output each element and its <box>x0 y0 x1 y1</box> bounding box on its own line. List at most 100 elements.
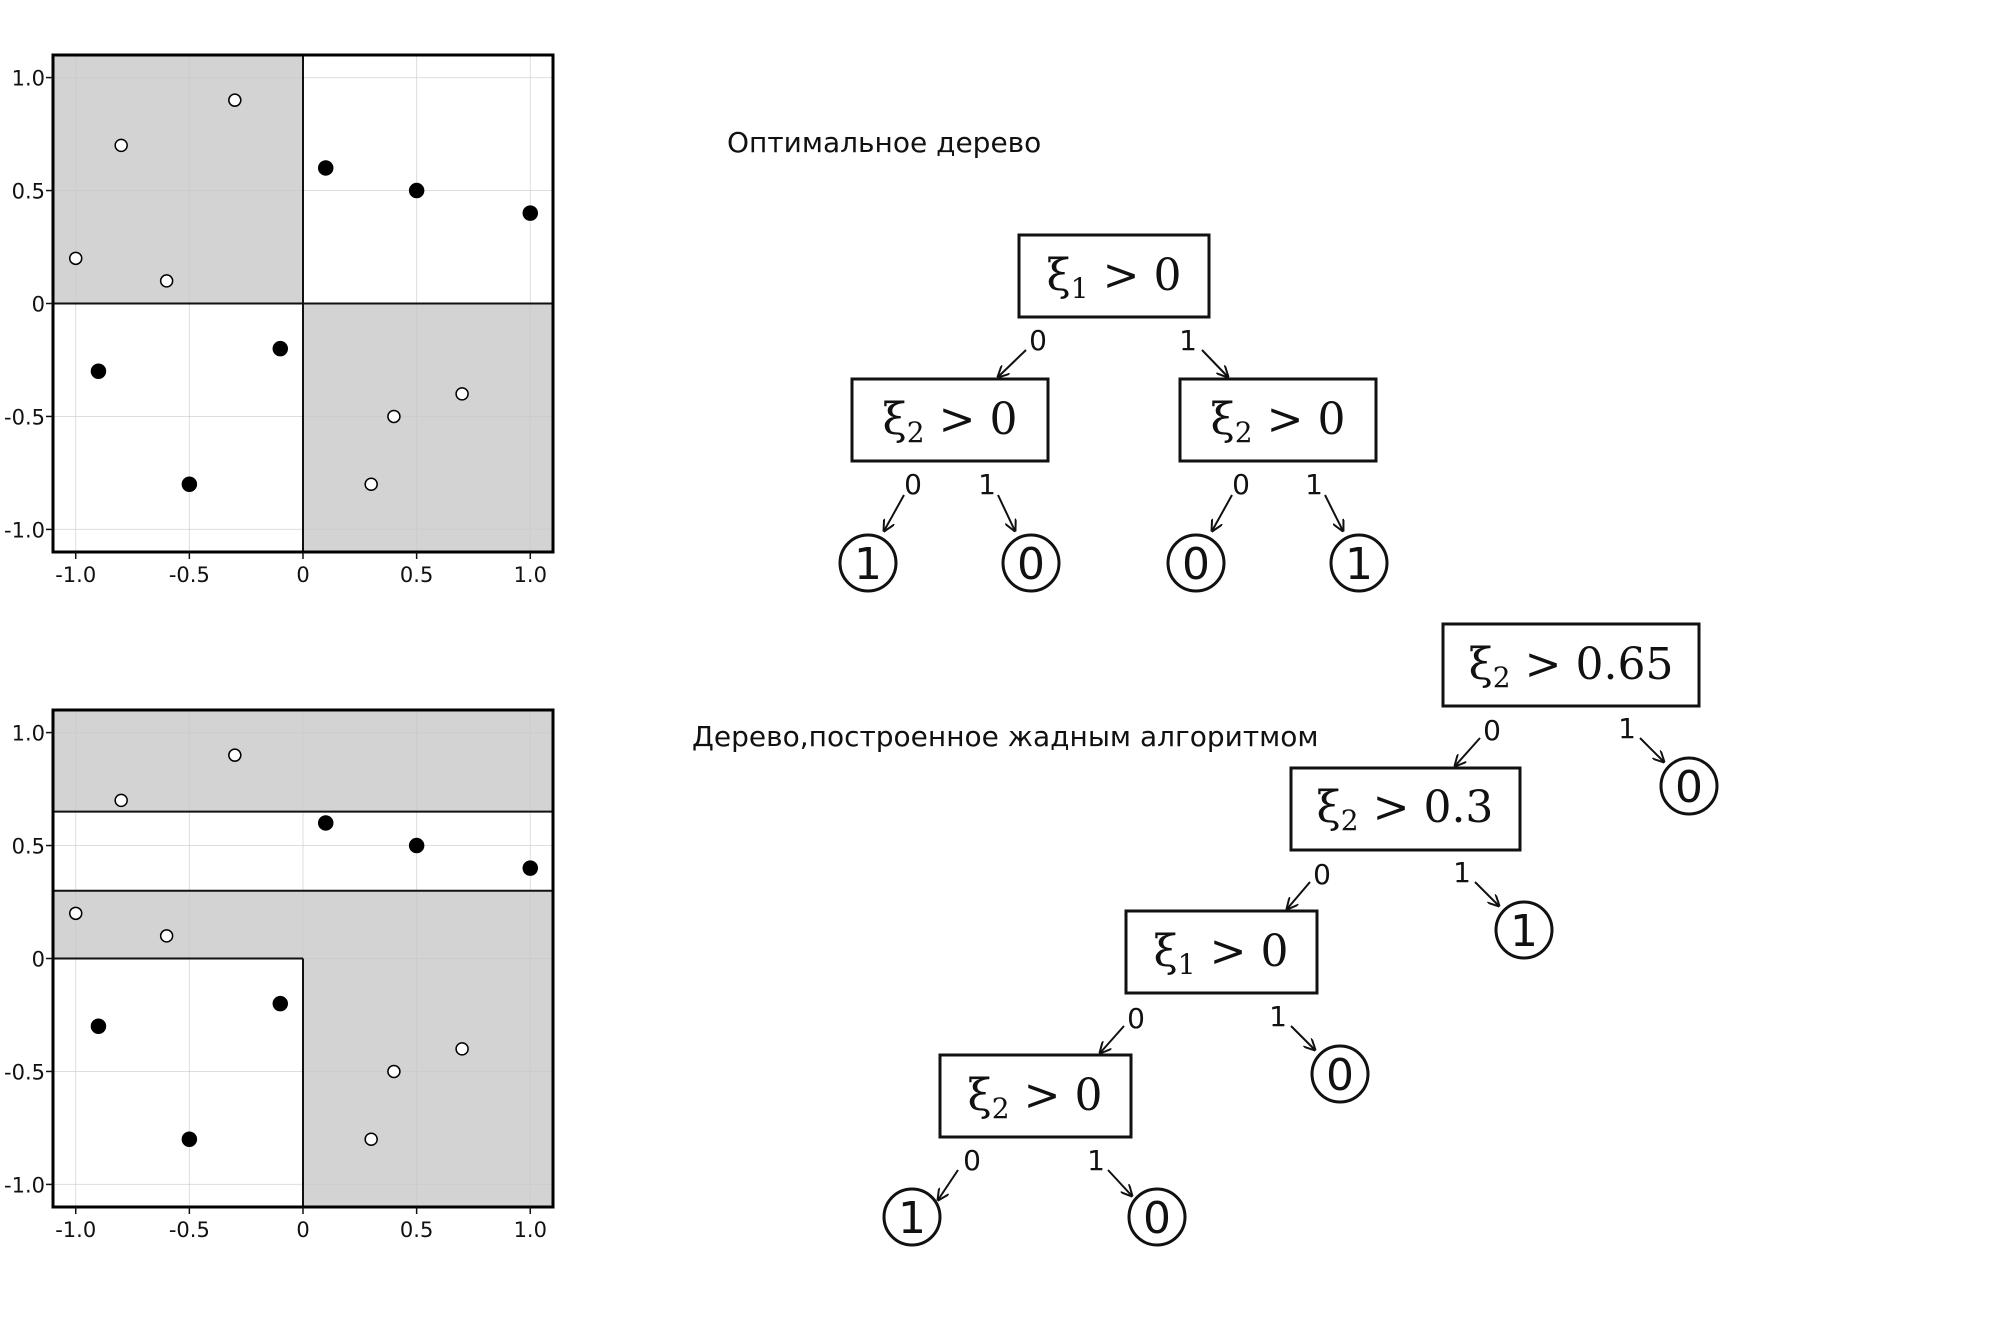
filled-point <box>272 340 289 357</box>
hollow-point <box>68 251 83 266</box>
leaf-value: 0 <box>1182 539 1210 590</box>
tree-edge <box>1287 881 1311 909</box>
edge-label: 1 <box>1453 856 1471 889</box>
leaf-value: 1 <box>854 539 882 590</box>
y-tick-label: -1.0 <box>4 1173 45 1197</box>
tree-edge <box>938 1169 959 1200</box>
edge-label: 0 <box>963 1144 981 1177</box>
x-axis-ticks: -1.0 -0.5 0 0.5 1.0 <box>55 1218 547 1242</box>
node-condition: ξ2 > 0 <box>968 1070 1103 1125</box>
hollow-point <box>68 906 83 921</box>
y-tick-label: 0 <box>32 948 45 972</box>
edge-label: 1 <box>978 468 996 501</box>
y-axis-ticks: 1.0 0.5 0 -0.5 -1.0 <box>4 67 45 543</box>
filled-point <box>181 1131 198 1147</box>
greedy-tree: Дерево,построенное жадным алгоритмом ξ2 … <box>692 622 1719 1247</box>
leaf-value: 0 <box>1326 1050 1354 1101</box>
tree-leaf <box>838 533 898 593</box>
filled-point <box>522 860 539 876</box>
x-tick-label: 0.5 <box>400 1218 433 1242</box>
x-tick-label: -0.5 <box>169 563 210 587</box>
hollow-point <box>455 387 469 401</box>
shaded-regions <box>53 55 553 552</box>
tree-node <box>1178 377 1378 463</box>
tree-edge <box>1455 737 1481 766</box>
filled-point <box>272 995 289 1012</box>
x-tick-label: -1.0 <box>55 563 96 587</box>
leaf-value: 0 <box>1143 1193 1171 1244</box>
node-condition: ξ2 > 0 <box>1211 394 1346 449</box>
hollow-point <box>159 274 174 288</box>
hollow-point <box>114 793 128 808</box>
tree-node <box>850 377 1050 463</box>
edge-label: 0 <box>1029 324 1047 357</box>
tree-node <box>938 1053 1133 1139</box>
hollow-point <box>114 138 128 153</box>
tree-edge <box>1100 1025 1125 1053</box>
data-points <box>68 748 539 1147</box>
tree-leaf <box>1001 533 1061 593</box>
scatter-plot-1: 1.0 0.5 0 -0.5 -1.0 -1.0 -0.5 0 0.5 1.0 <box>4 53 555 587</box>
leaf-value: 0 <box>1675 762 1703 813</box>
edge-label: 0 <box>1232 468 1250 501</box>
y-tick-label: 0.5 <box>12 180 45 204</box>
edge-label: 1 <box>1179 324 1197 357</box>
tree-leaf <box>1310 1044 1370 1104</box>
tree-leaf <box>882 1187 942 1247</box>
tree-edge <box>1107 1169 1132 1196</box>
tree-node <box>1017 233 1211 319</box>
x-tick-label: 0 <box>296 563 309 587</box>
filled-point <box>90 363 107 380</box>
split-lines <box>53 810 553 1207</box>
x-tick-label: 0 <box>296 1218 309 1242</box>
filled-point <box>317 815 334 831</box>
x-tick-label: 1.0 <box>514 563 547 587</box>
tree-leaf <box>1127 1187 1187 1247</box>
optimal-tree-heading: Оптимальное дерево <box>727 126 1041 159</box>
tree-edge <box>1212 494 1233 531</box>
tree-edge <box>1324 494 1343 531</box>
edge-label: 0 <box>904 468 922 501</box>
hollow-point <box>455 1042 469 1056</box>
edge-label: 0 <box>1127 1002 1145 1035</box>
edge-label: 0 <box>1483 714 1501 747</box>
split-lines <box>53 55 553 552</box>
y-tick-label: 0.5 <box>12 835 45 859</box>
filled-point <box>317 160 334 176</box>
x-tick-label: -0.5 <box>169 1218 210 1242</box>
filled-point <box>181 476 198 492</box>
hollow-point <box>387 1064 401 1079</box>
tree-edge <box>1290 1025 1315 1050</box>
tree-edge <box>998 349 1027 377</box>
node-condition: ξ1 > 0 <box>1047 250 1182 305</box>
shaded-region <box>303 303 553 552</box>
hollow-point <box>364 1132 378 1146</box>
tree-leaf <box>1329 533 1389 593</box>
y-tick-label: 0 <box>32 293 45 317</box>
hollow-point <box>228 93 242 107</box>
optimal-tree: Оптимальное дерево ξ1 > 0 ξ2 > 0 ξ2 > 0 … <box>727 126 1389 593</box>
scatter-plot-2: 1.0 0.5 0 -0.5 -1.0 -1.0 -0.5 0 0.5 1.0 <box>4 708 555 1242</box>
node-condition: ξ2 > 0 <box>883 394 1018 449</box>
edge-label: 1 <box>1087 1144 1105 1177</box>
tree-edge <box>884 494 905 531</box>
filled-point <box>408 837 425 854</box>
leaf-value: 0 <box>1017 539 1045 590</box>
y-tick-label: -1.0 <box>4 518 45 542</box>
x-axis-ticks: -1.0 -0.5 0 0.5 1.0 <box>55 563 547 587</box>
node-condition: ξ2 > 0.65 <box>1469 639 1674 694</box>
y-tick-label: -0.5 <box>4 1060 45 1084</box>
shaded-region <box>303 958 553 1207</box>
tree-node <box>1289 766 1522 852</box>
edge-label: 1 <box>1305 468 1323 501</box>
tree-edge <box>997 494 1015 531</box>
y-tick-label: -0.5 <box>4 405 45 429</box>
filled-point <box>522 205 539 221</box>
tree-edge <box>1201 349 1228 377</box>
hollow-point <box>159 929 174 943</box>
edge-label: 1 <box>1269 1000 1287 1033</box>
x-tick-label: 1.0 <box>514 1218 547 1242</box>
x-tick-label: -1.0 <box>55 1218 96 1242</box>
leaf-value: 1 <box>1510 906 1538 957</box>
